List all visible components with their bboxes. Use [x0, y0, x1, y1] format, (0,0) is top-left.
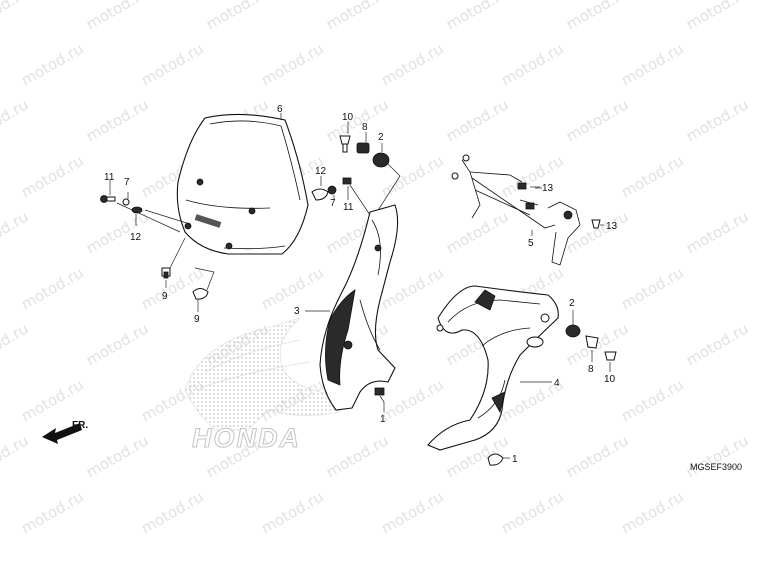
callout-12b: 12 — [315, 166, 327, 177]
watermark-text: motod.ru — [83, 0, 152, 33]
callout-1b: 1 — [512, 454, 518, 465]
honda-wing-logo: HONDA — [184, 317, 341, 454]
upper-stay-part — [451, 154, 601, 266]
watermark-text: motod.ru — [618, 151, 687, 201]
callout-12: 12 — [130, 232, 142, 243]
watermark-text: motod.ru — [378, 487, 447, 537]
windscreen-part — [176, 113, 309, 255]
callout-2b: 2 — [569, 298, 575, 309]
watermark-text: motod.ru — [683, 95, 752, 145]
watermark-text: motod.ru — [498, 39, 567, 89]
watermark-text: motod.ru — [683, 319, 752, 369]
callout-leaders — [109, 113, 611, 459]
watermark-text: motod.ru — [0, 95, 32, 145]
left-fastener-group — [100, 195, 215, 300]
callout-8: 8 — [362, 122, 368, 133]
watermark-text: motod.ru — [83, 95, 152, 145]
watermark-text: motod.ru — [618, 263, 687, 313]
callout-9b: 9 — [194, 314, 200, 325]
watermark-text: motod.ru — [378, 263, 447, 313]
watermark-text: motod.ru — [203, 0, 272, 33]
watermark-text: motod.ru — [18, 263, 87, 313]
callout-1: 1 — [380, 414, 386, 425]
top-fastener-group — [311, 135, 401, 219]
watermark-text: motod.ru — [618, 39, 687, 89]
callout-5: 5 — [528, 238, 534, 249]
watermark-text: motod.ru — [323, 431, 392, 481]
watermark-text: motod.ru — [443, 0, 512, 33]
callout-9: 9 — [162, 291, 168, 302]
callout-6: 6 — [277, 104, 283, 115]
callout-3: 3 — [294, 306, 300, 317]
watermark-text: motod.ru — [258, 487, 327, 537]
callout-labels: 6 10 8 2 11 7 12 12 7 11 9 9 3 1 13 13 5… — [104, 104, 618, 465]
callout-7: 7 — [124, 177, 130, 188]
front-label: FR. — [72, 420, 88, 431]
watermark-text: motod.ru — [443, 95, 512, 145]
watermark-text: motod.ru — [18, 487, 87, 537]
honda-logo-text: HONDA — [192, 423, 301, 453]
callout-4: 4 — [554, 378, 560, 389]
watermark-text: motod.ru — [683, 0, 752, 33]
front-direction-arrow: FR. — [42, 420, 88, 444]
watermark-text: motod.ru — [498, 487, 567, 537]
watermark-text: motod.ru — [378, 375, 447, 425]
callout-13b: 13 — [606, 221, 618, 232]
watermark-text: motod.ru — [258, 39, 327, 89]
callout-2: 2 — [378, 132, 384, 143]
callout-8b: 8 — [588, 364, 594, 375]
watermark-text: motod.ru — [18, 375, 87, 425]
inner-stay-part — [319, 204, 399, 411]
watermark-text: motod.ru — [138, 263, 207, 313]
watermark-text: motod.ru — [683, 207, 752, 257]
watermark-text: motod.ru — [138, 487, 207, 537]
watermark-text: motod.ru — [18, 151, 87, 201]
watermark-text: motod.ru — [258, 263, 327, 313]
watermark-text: motod.ru — [0, 0, 32, 33]
watermark-text: motod.ru — [498, 151, 567, 201]
watermark-text: motod.ru — [138, 39, 207, 89]
watermark-text: motod.ru — [0, 319, 32, 369]
callout-10b: 10 — [604, 374, 616, 385]
watermark-text: motod.ru — [83, 431, 152, 481]
watermark-text: motod.ru — [443, 207, 512, 257]
callout-11: 11 — [104, 172, 115, 183]
callout-11b: 11 — [343, 202, 354, 213]
watermark-text: motod.ru — [18, 39, 87, 89]
watermark-text: motod.ru — [0, 431, 32, 481]
watermark-text: motod.ru — [563, 0, 632, 33]
side-cowl-part — [427, 285, 617, 466]
watermark-text: motod.ru — [618, 375, 687, 425]
watermark-text: motod.ru — [378, 39, 447, 89]
diagram-code: MGSEF3900 — [690, 462, 742, 472]
watermark-text: motod.ru — [83, 207, 152, 257]
callout-10: 10 — [342, 112, 354, 123]
watermark-text: motod.ru — [83, 319, 152, 369]
watermark-text: motod.ru — [618, 487, 687, 537]
watermark-text: motod.ru — [563, 431, 632, 481]
watermark-text: motod.ru — [683, 431, 752, 481]
watermark-text: motod.ru — [563, 95, 632, 145]
callout-13: 13 — [542, 183, 554, 194]
watermark-text: motod.ru — [323, 0, 392, 33]
watermark-text: motod.ru — [0, 207, 32, 257]
callout-7b: 7 — [330, 198, 336, 209]
